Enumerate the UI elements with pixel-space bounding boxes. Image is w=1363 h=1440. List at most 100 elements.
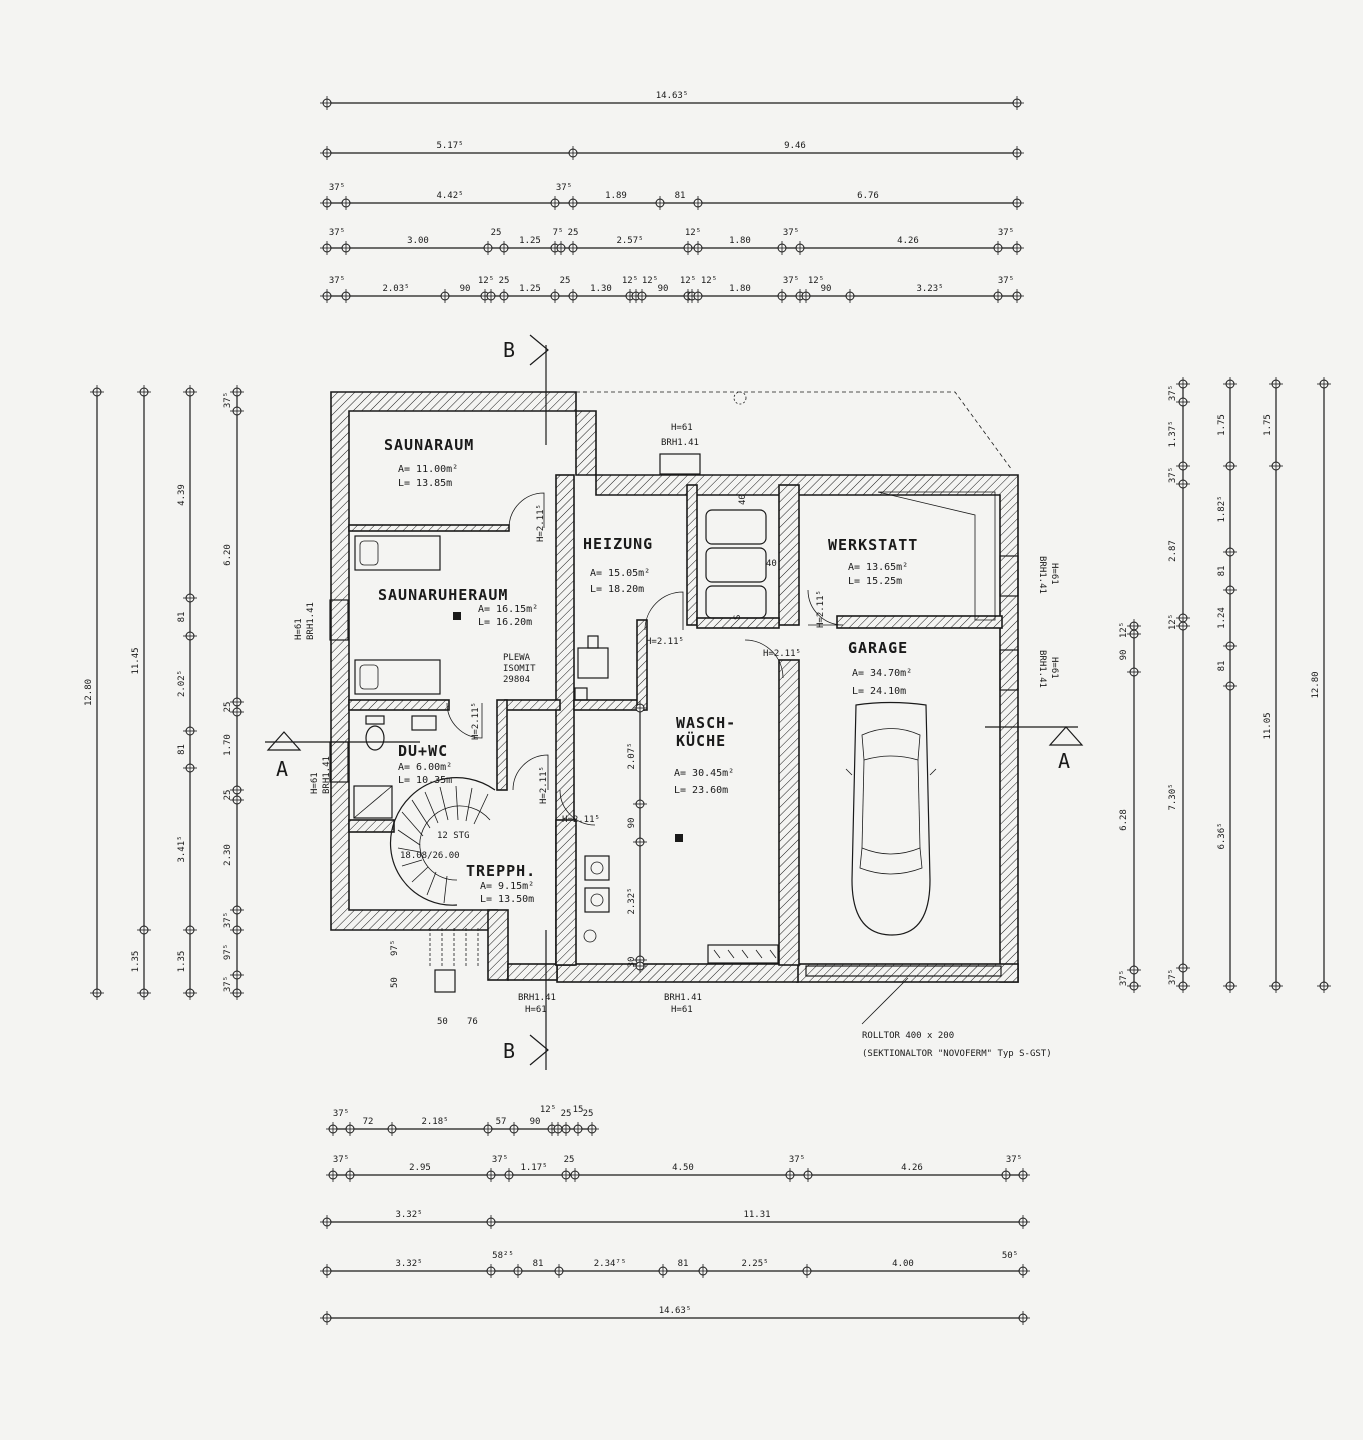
dim-label: 2.34⁷⁵ (594, 1259, 627, 1269)
room-duwc: DU+WC A= 6.00m² L= 10.35m (398, 742, 452, 786)
svg-text:50: 50 (437, 1017, 448, 1027)
room-heizung: HEIZUNG A= 15.05m² L= 18.20m (583, 535, 653, 595)
svg-text:H=2.11⁵: H=2.11⁵ (562, 815, 600, 825)
dim-label: 90 (627, 818, 637, 829)
spiral-staircase (389, 777, 496, 906)
rolltor-label: ROLLTOR 400 x 200 (862, 1031, 954, 1041)
dim-label: 2.57⁵ (616, 236, 643, 246)
dim-label: 81 (177, 612, 187, 623)
dim-label: 6.76 (857, 191, 879, 201)
svg-text:L= 18.20m: L= 18.20m (590, 584, 644, 595)
dim-label: 12⁵ (642, 276, 658, 286)
dim-label: 1.35 (131, 951, 141, 973)
svg-text:KÜCHE: KÜCHE (676, 731, 726, 750)
dim-label: 25 (583, 1109, 594, 1119)
svg-text:L= 16.20m: L= 16.20m (478, 617, 532, 628)
dim-label: 1.25 (519, 284, 541, 294)
dim-label: 37⁵ (329, 228, 345, 238)
svg-text:A= 6.00m²: A= 6.00m² (398, 762, 452, 773)
dim-label: 37⁵ (333, 1109, 349, 1119)
dim-label: 2.30 (223, 844, 233, 866)
dim-label: 2.32⁵ (627, 887, 637, 914)
dim-label: 12⁵ (680, 276, 696, 286)
dim-label: 37⁵ (1168, 969, 1178, 985)
dim-label: 14.63⁵ (656, 91, 689, 101)
dim-label: 90 (530, 1117, 541, 1127)
dim-label: 81 (1217, 661, 1227, 672)
dim-label: 12⁵ (685, 228, 701, 238)
dim-label: 2.03⁵ (382, 284, 409, 294)
dim-label: 1.24 (1217, 607, 1227, 629)
dim-label: 2.25⁵ (741, 1259, 768, 1269)
svg-text:BRH1.41: BRH1.41 (322, 756, 332, 794)
dim-label: 4.39 (177, 484, 187, 506)
dim-label: 1.37⁵ (1168, 420, 1178, 447)
svg-text:50: 50 (390, 977, 400, 988)
dim-label: 11.31 (743, 1210, 770, 1220)
svg-text:DU+WC: DU+WC (398, 742, 448, 760)
dim-label: 2.18⁵ (421, 1117, 448, 1127)
dim-label: 30 (627, 957, 637, 968)
dim-label: 1.75 (1217, 414, 1227, 436)
svg-text:L= 13.50m: L= 13.50m (480, 894, 534, 905)
dim-label: 81 (177, 744, 187, 755)
dim-label: 25 (223, 702, 233, 713)
dim-label: 37⁵ (998, 228, 1014, 238)
dim-label: 4.42⁵ (436, 191, 463, 201)
dim-label: 12⁵ (701, 276, 717, 286)
svg-text:L= 13.85m: L= 13.85m (398, 478, 452, 489)
dim-label: 72 (363, 1117, 374, 1127)
dim-label: 25 (561, 1109, 572, 1119)
rolltor-type: (SEKTIONALTOR "NOVOFERM" Typ S-GST) (862, 1049, 1052, 1059)
svg-text:H=61: H=61 (1049, 563, 1059, 585)
svg-text:BRH1.41: BRH1.41 (664, 993, 702, 1003)
dim-label: 3.32⁵ (395, 1210, 422, 1220)
dim-label: 1.35 (177, 951, 187, 973)
dim-label: 37⁵ (223, 392, 233, 408)
dim-label: 6.28 (1119, 809, 1129, 831)
dim-label: 11.45 (131, 647, 141, 674)
dim-label: 12⁵ (622, 276, 638, 286)
dim-label: 1.80 (729, 236, 751, 246)
dim-label: 4.26 (897, 236, 919, 246)
svg-text:L= 15.25m: L= 15.25m (848, 576, 902, 587)
dim-label: 37⁵ (998, 276, 1014, 286)
section-a-left: A (276, 757, 288, 781)
section-markers: B B A A (265, 334, 1084, 1070)
dim-label: 3.32⁵ (395, 1259, 422, 1269)
dim-label: 1.30 (590, 284, 612, 294)
dim-label: 2.95 (409, 1163, 431, 1173)
svg-text:H=61: H=61 (671, 1005, 693, 1015)
svg-text:BRH1.41: BRH1.41 (661, 438, 699, 448)
dim-label: 58²⁵ (492, 1251, 514, 1261)
svg-text:HEIZUNG: HEIZUNG (583, 535, 653, 553)
svg-text:H=61: H=61 (671, 423, 693, 433)
svg-text:L= 24.10m: L= 24.10m (852, 686, 906, 697)
dim-label: 3.23⁵ (916, 284, 943, 294)
svg-text:H=2.11⁵: H=2.11⁵ (471, 702, 481, 740)
svg-text:BRH1.41: BRH1.41 (518, 993, 556, 1003)
dim-label: 25 (491, 228, 502, 238)
svg-text:A= 30.45m²: A= 30.45m² (674, 768, 734, 779)
svg-text:L= 23.60m: L= 23.60m (674, 785, 728, 796)
svg-text:H=2.11⁵: H=2.11⁵ (816, 590, 826, 628)
dim-label: 15 (573, 1105, 584, 1115)
dim-label: 5.17⁵ (436, 141, 463, 151)
svg-text:ISOMIT: ISOMIT (503, 664, 536, 674)
dim-label: 4.00 (892, 1259, 914, 1269)
room-saunaruheraum: SAUNARUHERAUM A= 16.15m² L= 16.20m (378, 586, 538, 628)
dim-label: 4.26 (901, 1163, 923, 1173)
dim-label: 25 (568, 228, 579, 238)
svg-text:SAUNARAUM: SAUNARAUM (384, 436, 474, 454)
room-saunaraum: SAUNARAUM A= 11.00m² L= 13.85m (384, 436, 474, 489)
dim-label: 4.50 (672, 1163, 694, 1173)
dim-label: 37⁵ (1119, 970, 1129, 986)
dim-label: 9.46 (784, 141, 806, 151)
car-icon (845, 701, 937, 936)
svg-text:WASCH-: WASCH- (676, 714, 736, 732)
annotations: 12 STG 18.08/26.00 PLEWA ISOMIT 29804 H=… (294, 423, 1059, 1059)
dim-label: 37⁵ (783, 276, 799, 286)
svg-text:76: 76 (467, 1017, 478, 1027)
dim-label: 37⁵ (329, 276, 345, 286)
